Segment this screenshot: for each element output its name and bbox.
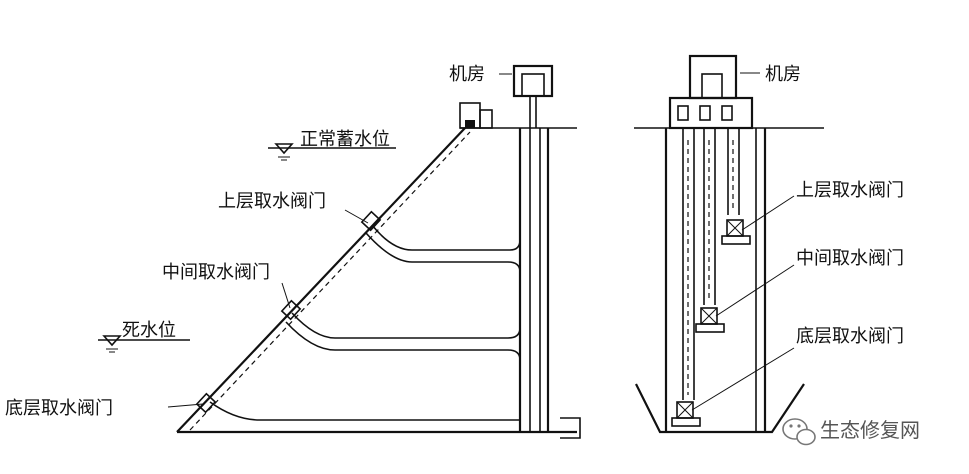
right-bottom-gate-base bbox=[671, 417, 701, 427]
normal-level-symbol bbox=[268, 143, 396, 161]
window-3 bbox=[721, 105, 733, 121]
right-machine-platform bbox=[668, 96, 754, 130]
window-2 bbox=[699, 105, 711, 121]
hoist-machine bbox=[465, 120, 475, 128]
left-section-view: 机房 正常蓄水位 上层取水阀门 中间取水阀门 死水位 底层取水阀门 bbox=[5, 64, 581, 439]
upper-pipe-bottom bbox=[365, 232, 521, 273]
normal-water-level-label: 正常蓄水位 bbox=[300, 129, 390, 150]
right-base-flare bbox=[635, 383, 805, 434]
right-machine-room-label: 机房 bbox=[765, 64, 801, 85]
pipe-upper-vertical bbox=[727, 128, 740, 215]
left-machine-room-label: 机房 bbox=[449, 64, 485, 85]
middle-pipe-bottom bbox=[285, 321, 521, 361]
leader-bottom-gate-left bbox=[167, 403, 204, 408]
machine-room-stem bbox=[529, 96, 537, 128]
wechat-icon bbox=[782, 418, 816, 446]
watermark-text: 生态修复网 bbox=[820, 418, 920, 442]
right-middle-gate-label: 中间取水阀门 bbox=[796, 248, 904, 269]
machine-room-box bbox=[512, 64, 554, 98]
leader-upper-gate-left bbox=[344, 209, 369, 224]
upper-pipe-top bbox=[371, 224, 521, 251]
machine-room-door bbox=[521, 73, 545, 97]
right-machine-room-door bbox=[701, 73, 723, 99]
leader-bottom-gate-right bbox=[691, 347, 795, 411]
bottom-gate-mark bbox=[195, 392, 217, 414]
left-middle-gate-label: 中间取水阀门 bbox=[162, 262, 270, 283]
right-bottom-gate-x bbox=[676, 401, 694, 419]
right-front-view: 机房 上层取水阀门 中间取水阀门 底层取水阀门 bbox=[634, 54, 904, 434]
left-upper-gate-label: 上层取水阀门 bbox=[218, 191, 326, 212]
middle-gate-mark bbox=[280, 299, 302, 321]
right-upper-gate-base bbox=[721, 235, 751, 245]
window-1 bbox=[677, 105, 689, 121]
leader-middle-gate-right bbox=[715, 264, 795, 317]
right-bottom-gate-label: 底层取水阀门 bbox=[796, 326, 904, 347]
dam-slope-outer bbox=[176, 127, 466, 433]
right-middle-gate-base bbox=[695, 323, 725, 333]
middle-pipe-top bbox=[291, 312, 521, 339]
dead-level-symbol bbox=[98, 335, 190, 353]
hoist-house-side bbox=[479, 109, 493, 129]
leader-upper-gate-right bbox=[741, 195, 795, 231]
pipe-bottom-vertical bbox=[682, 128, 695, 400]
leader-middle-gate-left bbox=[281, 282, 291, 309]
dead-water-level-label: 死水位 bbox=[122, 320, 176, 341]
upper-gate-mark bbox=[360, 210, 382, 232]
watermark: 生态修复网 bbox=[782, 418, 920, 446]
right-upper-gate-x bbox=[726, 219, 744, 237]
right-upper-gate-label: 上层取水阀门 bbox=[796, 180, 904, 201]
left-bottom-gate-label: 底层取水阀门 bbox=[5, 398, 113, 419]
right-middle-gate-x bbox=[700, 307, 718, 325]
right-machine-room bbox=[688, 54, 738, 100]
outlet-pipe-end bbox=[560, 417, 581, 439]
pipe-middle-vertical bbox=[703, 128, 716, 305]
bottom-pipe-top bbox=[209, 401, 520, 421]
